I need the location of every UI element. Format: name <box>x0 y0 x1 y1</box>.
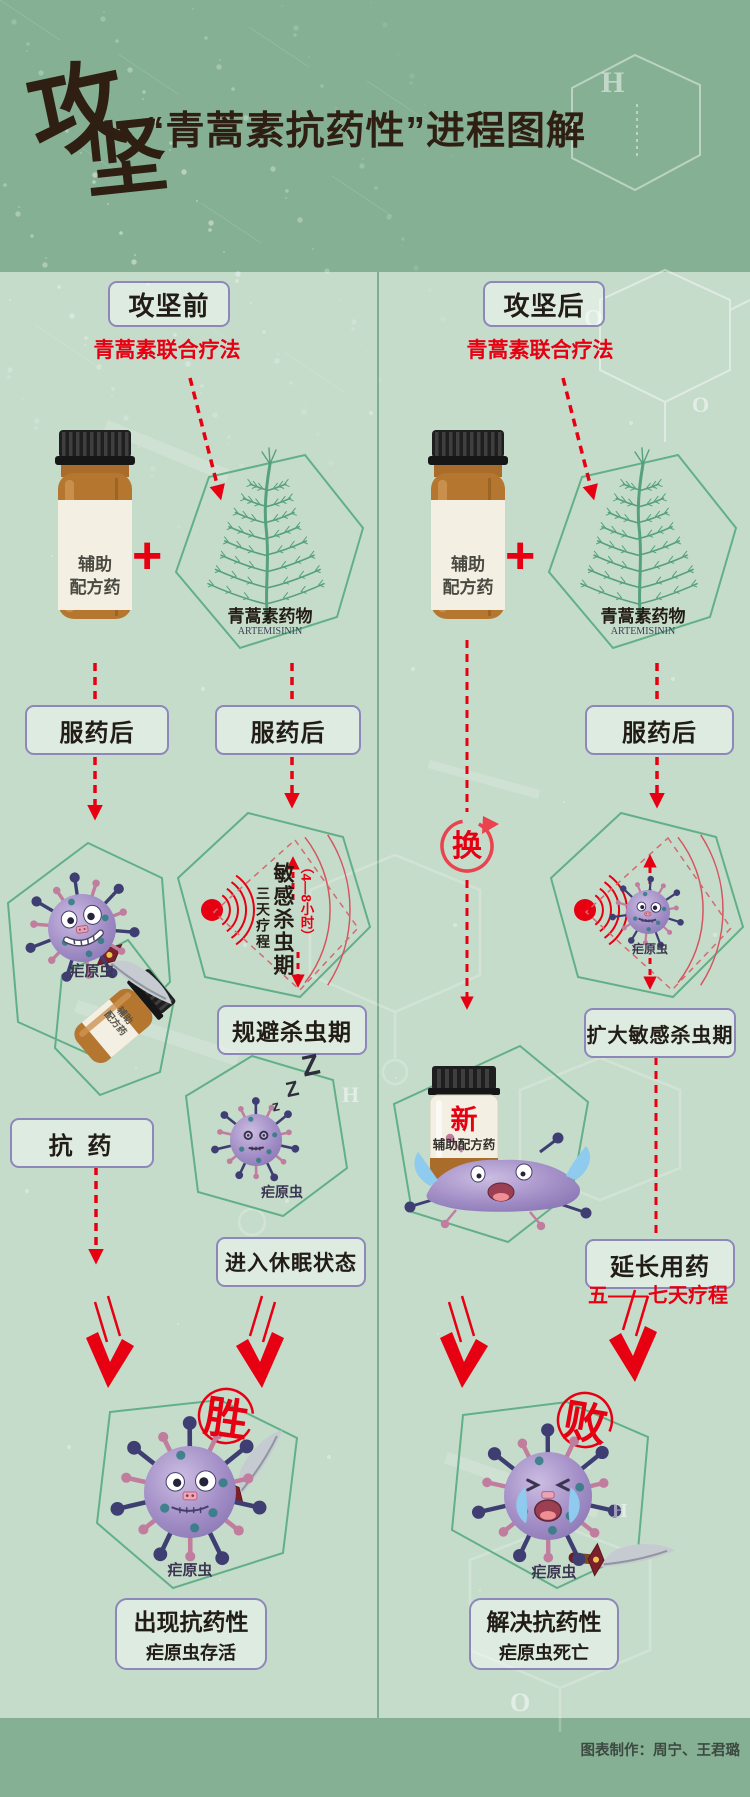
bottle-label-right: 辅助 配方药 <box>442 555 494 597</box>
sensitive-period-label: 敏感杀虫期 <box>271 862 294 977</box>
resist-box: 抗 药 <box>10 1118 154 1168</box>
plus-sign-left: + <box>132 527 163 585</box>
after-dose-box-left1: 服药后 <box>25 705 169 755</box>
artemisia-plants <box>207 447 698 624</box>
new-bottle-label: 辅助配方药 <box>432 1138 496 1152</box>
hexagon-result-left <box>95 1398 299 1590</box>
bottle-label-left: 辅助 配方药 <box>69 555 121 597</box>
parasite-label-lose: 疟原虫 <box>531 1564 577 1581</box>
result-left-line2: 疟原虫存活 <box>146 1643 236 1663</box>
chem-letter: H <box>601 66 625 99</box>
hexagon-sensitive-left <box>176 811 372 999</box>
expand-box: 扩大敏感杀虫期 <box>584 1008 736 1058</box>
footer-band <box>0 1718 750 1797</box>
after-dose-box-left2: 服药后 <box>215 705 361 755</box>
avoid-box: 规避杀虫期 <box>217 1005 367 1055</box>
switch-cycle-icon <box>440 816 499 873</box>
stage-box-before: 攻坚前 <box>108 281 230 327</box>
parasite-label-fight: 疟原虫 <box>69 963 115 980</box>
squashed-parasite <box>404 1132 592 1231</box>
sensitive-diagram-left <box>201 834 359 992</box>
hexagon-sleep <box>184 1054 349 1218</box>
hexagon-plant-right <box>547 453 738 650</box>
parasite-characters <box>25 872 684 1566</box>
dormant-box: 进入休眠状态 <box>216 1237 366 1287</box>
result-box-right: 解决抗药性 疟原虫死亡 <box>469 1598 619 1670</box>
arrow-therapy-right <box>561 377 598 501</box>
poster-title: “青蒿素抗药性”进程图解 <box>145 110 587 153</box>
plus-sign-right: + <box>505 527 536 585</box>
chemical-structure-decor <box>571 53 750 442</box>
result-right-line1: 解决抗药性 <box>486 1609 602 1635</box>
win-badge: 胜 <box>200 1392 252 1447</box>
parasite-label-win: 疟原虫 <box>167 1562 213 1579</box>
result-box-left: 出现抗药性 疟原虫存活 <box>115 1598 267 1670</box>
hexagon-new-bottle <box>392 1044 590 1244</box>
chem-letter: O <box>510 1688 531 1717</box>
column-divider <box>377 272 379 1718</box>
header-band <box>0 0 750 272</box>
adjuvant-bottle-right <box>428 430 508 619</box>
result-right-line2: 疟原虫死亡 <box>499 1643 589 1663</box>
adjuvant-bottle-left <box>55 430 135 619</box>
sensitive-diagram-right <box>574 834 732 992</box>
plant-name-left: 青蒿素药物 <box>227 607 313 626</box>
dashed-connectors <box>87 377 665 1265</box>
plant-name-right: 青蒿素药物 <box>600 607 686 626</box>
sensitive-hours-label: （4—8小时） <box>298 860 314 943</box>
plant-latin-left: ARTEMISININ <box>237 626 303 637</box>
course-days-right: 五——七天疗程 <box>588 1285 728 1307</box>
credit-line: 图表制作：周宁、王君璐 <box>580 1743 741 1759</box>
parasite-label-right-small: 疟原虫 <box>631 942 668 956</box>
stage-box-after: 攻坚后 <box>483 281 605 327</box>
switch-label: 换 <box>452 830 482 863</box>
win-badge-circle <box>197 1387 255 1445</box>
arrow-therapy-left <box>188 377 225 501</box>
extend-box: 延长用药 <box>585 1239 735 1289</box>
chem-letter: H <box>342 1082 360 1107</box>
hexagon-frames <box>6 453 745 1590</box>
parasite-label-sleep: 疟原虫 <box>261 1184 303 1200</box>
result-left-line1: 出现抗药性 <box>133 1609 249 1635</box>
hexagon-sensitive-right <box>549 811 745 999</box>
course-days-left: 三天疗程 <box>255 886 271 950</box>
new-tag: 新 <box>450 1105 478 1135</box>
lose-badge-circle <box>556 1391 614 1449</box>
chem-letter: H <box>612 1500 628 1522</box>
after-dose-box-right: 服药后 <box>585 705 734 755</box>
dot-globe-decor <box>0 0 717 1591</box>
chem-letter: O <box>692 392 710 417</box>
lose-badge: 败 <box>559 1395 611 1452</box>
plant-latin-right: ARTEMISININ <box>610 626 676 637</box>
hexagon-plant-left <box>174 453 365 650</box>
therapy-label-right: 青蒿素联合疗法 <box>466 339 614 362</box>
therapy-label-left: 青蒿素联合疗法 <box>93 339 241 362</box>
